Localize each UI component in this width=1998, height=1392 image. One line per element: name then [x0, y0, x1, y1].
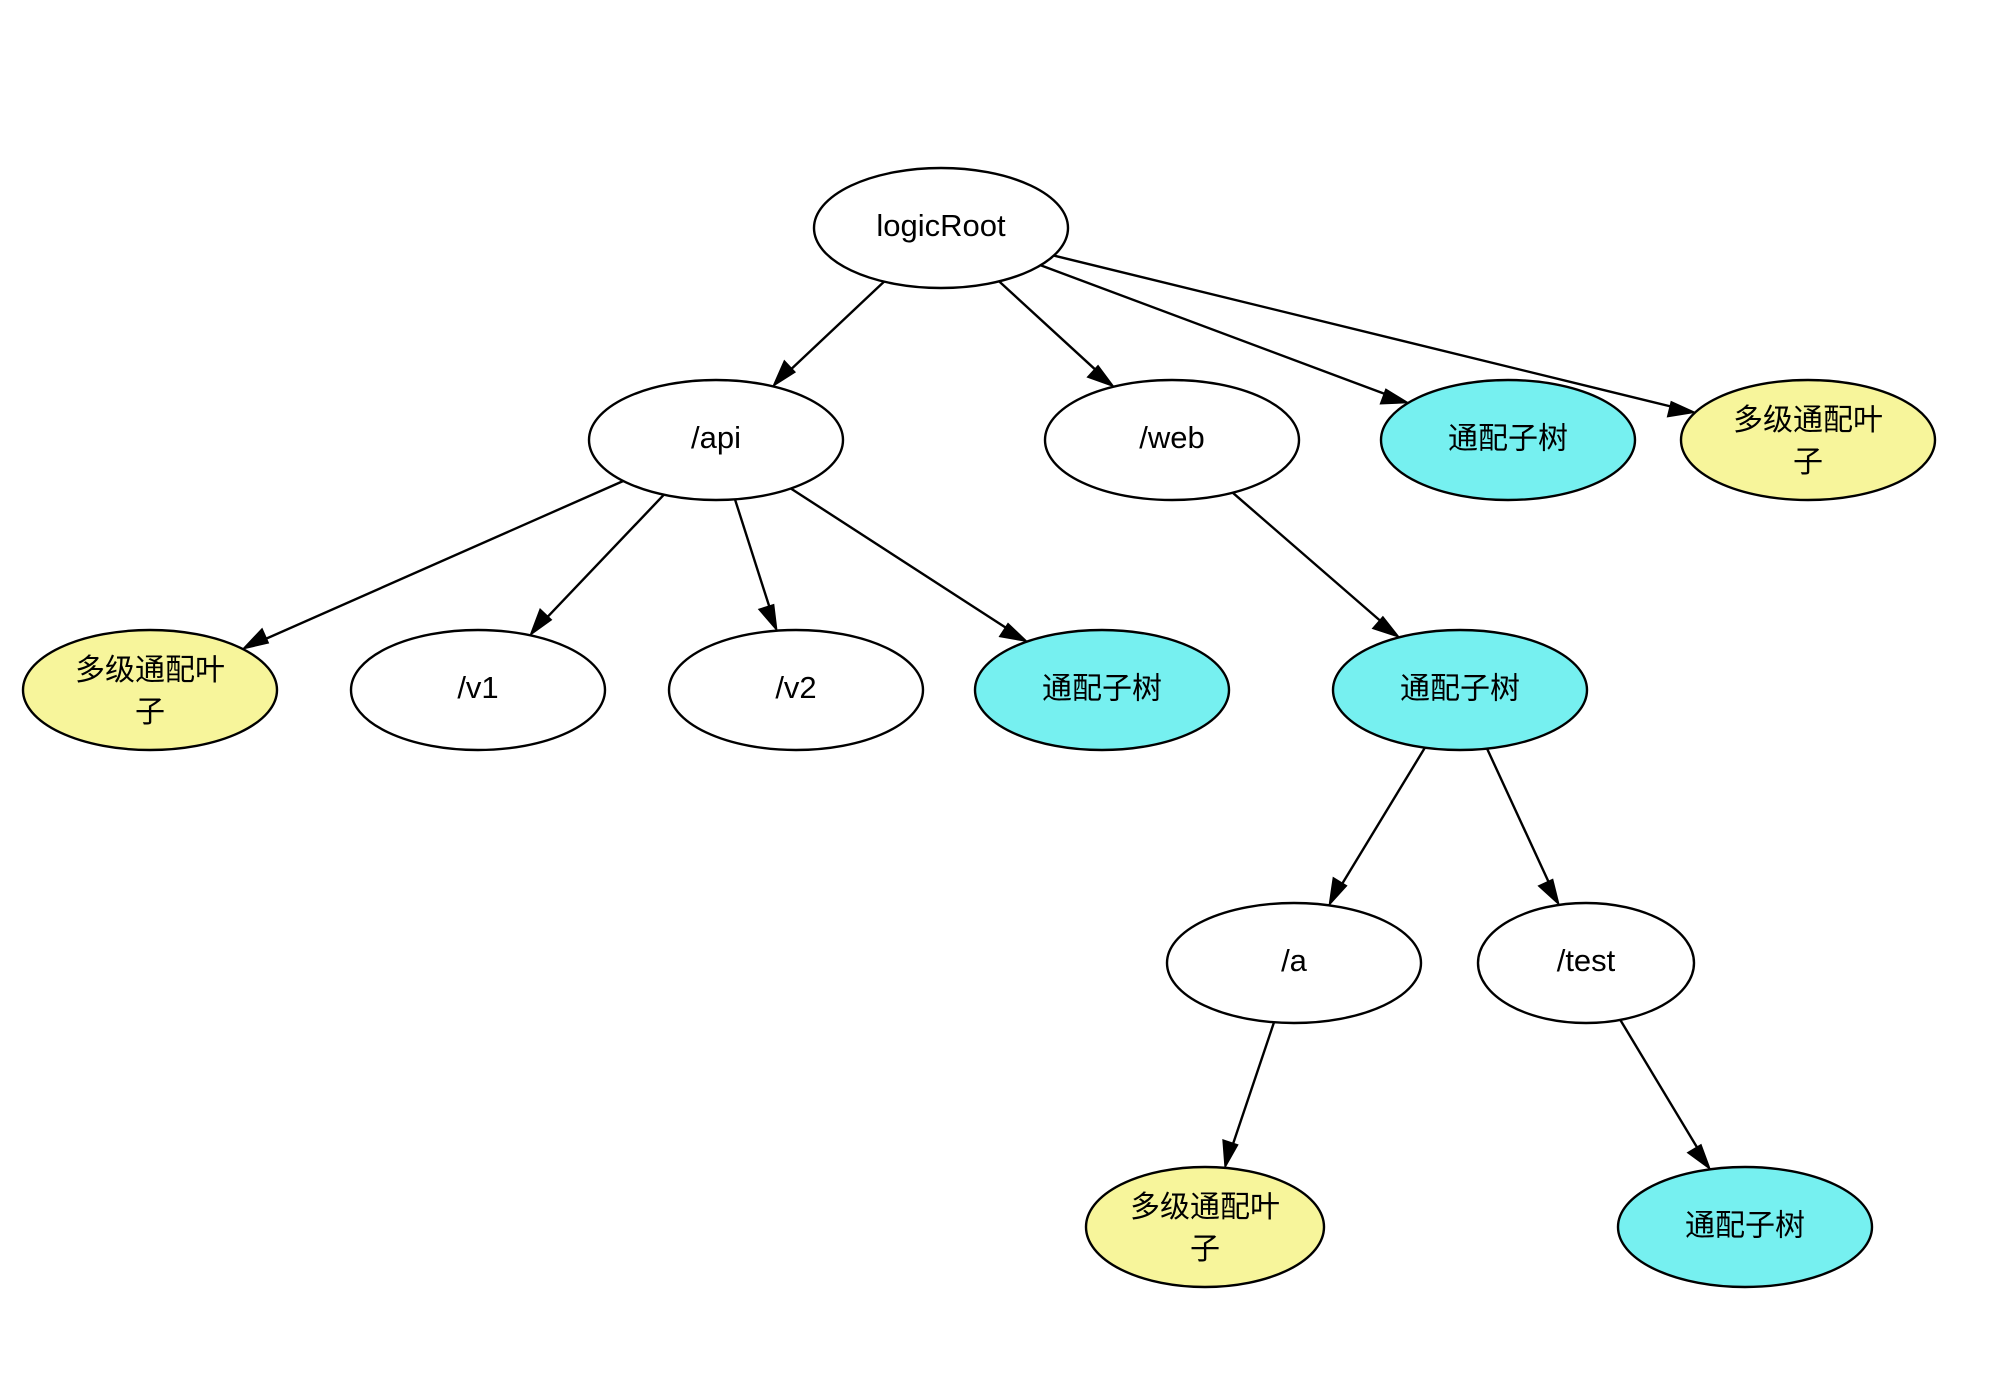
node-shape-web[interactable] [1043, 378, 1301, 502]
node-label-web: /web [1139, 420, 1204, 455]
edge-api-to-api-wc [790, 487, 1006, 629]
node-root-mw[interactable]: 多级通配叶子 [1679, 378, 1937, 502]
edge-test-to-test-wc [1619, 1019, 1698, 1148]
arrowhead-icon [1537, 878, 1561, 907]
node-shape-a-mw[interactable] [1084, 1165, 1326, 1289]
edge-api-to-api-mw [266, 479, 624, 640]
node-shape-v1[interactable] [349, 628, 607, 752]
edge-root-to-web [998, 280, 1096, 370]
arrowhead-icon [1086, 364, 1116, 388]
node-label-api-mw: 多级通配叶子 [75, 653, 225, 730]
node-label-a-mw: 多级通配叶子 [1130, 1190, 1280, 1267]
arrowhead-icon [1328, 876, 1348, 907]
node-shape-test[interactable] [1476, 901, 1696, 1025]
node-shape-api-wc[interactable] [973, 628, 1231, 752]
edge-web-to-web-wc [1231, 491, 1381, 622]
arrowhead-icon [771, 359, 797, 388]
node-label-v2: /v2 [775, 670, 816, 705]
node-root-wc[interactable]: 通配子树 [1379, 378, 1637, 502]
node-shape-api[interactable] [587, 378, 845, 502]
node-label-api: /api [691, 420, 741, 455]
node-test-wc[interactable]: 通配子树 [1616, 1165, 1874, 1289]
arrowhead-icon [529, 607, 553, 637]
edge-root-to-api [791, 280, 885, 370]
node-test[interactable]: /test [1476, 901, 1696, 1025]
arrowhead-icon [1222, 1138, 1239, 1170]
node-label-root: logicRoot [876, 208, 1006, 243]
node-shape-test-wc[interactable] [1616, 1165, 1874, 1289]
node-v2[interactable]: /v2 [667, 628, 925, 752]
arrowhead-icon [1371, 615, 1401, 639]
arrowhead-icon [757, 603, 778, 633]
edge-root-to-root-wc [1040, 264, 1385, 395]
node-v1[interactable]: /v1 [349, 628, 607, 752]
node-a[interactable]: /a [1165, 901, 1423, 1025]
edge-web-wc-to-test [1485, 748, 1550, 882]
edge-web-wc-to-a [1341, 747, 1426, 884]
node-web-wc[interactable]: 通配子树 [1331, 628, 1589, 752]
node-label-api-wc: 通配子树 [1042, 672, 1162, 707]
edge-api-to-v1 [547, 493, 665, 618]
node-shape-api-mw[interactable] [21, 628, 279, 752]
node-label-root-wc: 通配子树 [1448, 422, 1568, 457]
arrowhead-icon [241, 627, 270, 650]
node-shape-v2[interactable] [667, 628, 925, 752]
node-label-root-mw: 多级通配叶子 [1733, 403, 1883, 480]
node-shape-web-wc[interactable] [1331, 628, 1589, 752]
arrowhead-icon [998, 622, 1029, 643]
arrowhead-icon [1686, 1143, 1712, 1171]
node-shape-a[interactable] [1165, 901, 1423, 1025]
node-label-test: /test [1557, 943, 1616, 978]
node-api-wc[interactable]: 通配子树 [973, 628, 1231, 752]
edge-api-to-v2 [733, 498, 771, 607]
arrowhead-icon [1379, 388, 1411, 405]
node-api-mw[interactable]: 多级通配叶子 [21, 628, 279, 752]
node-shape-root[interactable] [812, 166, 1070, 290]
node-web[interactable]: /web [1043, 378, 1301, 502]
node-a-mw[interactable]: 多级通配叶子 [1084, 1165, 1326, 1289]
node-shape-root-wc[interactable] [1379, 378, 1637, 502]
node-label-v1: /v1 [457, 670, 498, 705]
arrowhead-icon [1666, 400, 1697, 418]
node-label-test-wc: 通配子树 [1685, 1209, 1805, 1244]
node-shape-root-mw[interactable] [1679, 378, 1937, 502]
edges-layer [241, 254, 1712, 1171]
edge-root-to-root-mw [1053, 254, 1671, 408]
node-label-web-wc: 通配子树 [1400, 672, 1520, 707]
node-root[interactable]: logicRoot [812, 166, 1070, 290]
edge-a-to-a-mw [1232, 1021, 1276, 1144]
node-label-a: /a [1281, 943, 1308, 978]
node-api[interactable]: /api [587, 378, 845, 502]
